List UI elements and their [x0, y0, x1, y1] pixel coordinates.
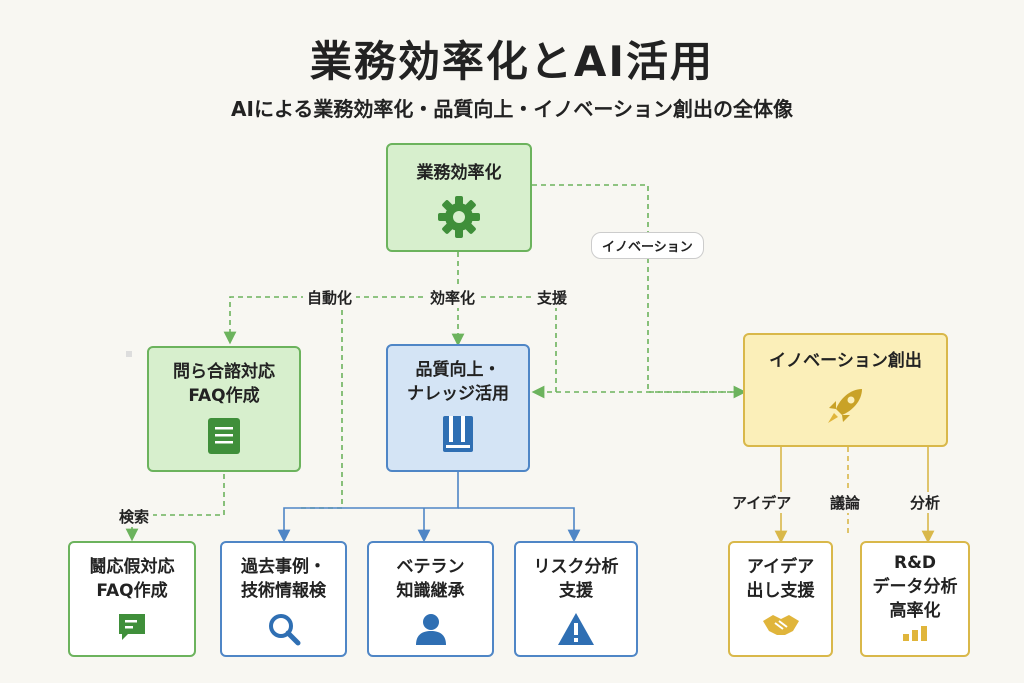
node-faq-sub: 鬪応假対応 FAQ作成 — [68, 541, 196, 657]
node-risk: リスク分析 支援 — [514, 541, 638, 657]
node-risk-label: リスク分析 支援 — [533, 557, 619, 601]
node-faq-sub-label: 鬪応假対応 FAQ作成 — [89, 557, 175, 601]
node-veteran-label: ベテラン 知識継承 — [396, 557, 465, 601]
node-quality: 品質向上・ ナレッジ活用 — [386, 344, 530, 472]
edge-label-discussion: 議論 — [826, 492, 865, 513]
node-innovation: イノベーション創出 — [743, 333, 948, 447]
document-icon — [208, 418, 240, 454]
person-icon — [415, 614, 446, 645]
edge-label-analysis: 分析 — [906, 492, 945, 513]
edge-quality-tree — [277, 472, 459, 543]
book-icon — [443, 416, 473, 452]
node-faq-label: 問ら合諮対応 FAQ作成 — [173, 362, 275, 406]
node-faq: 問ら合諮対応 FAQ作成 — [147, 346, 301, 472]
node-rnd-label: R&D データ分析 高率化 — [872, 553, 958, 621]
edge-left-dash — [300, 310, 343, 509]
node-idea-support: アイデア 出し支援 — [728, 541, 833, 657]
edge-label-support: 支援 — [533, 287, 572, 308]
page-subtitle: AIによる業務効率化・品質向上・イノベーション創出の全体像 — [231, 97, 793, 121]
edge-label-innovation: イノベーション — [591, 232, 704, 259]
edge-search — [125, 474, 225, 542]
search-icon — [268, 614, 300, 646]
page-title: 業務効率化とAI活用 — [309, 37, 715, 86]
handshake-icon — [762, 615, 799, 635]
node-past-cases: 過去事例・ 技術情報検 — [220, 541, 347, 657]
rocket-icon — [827, 389, 862, 423]
edge-label-search: 検索 — [115, 506, 154, 527]
node-efficiency: 業務効率化 — [386, 143, 532, 252]
node-idea-support-label: アイデア 出し支援 — [746, 557, 815, 601]
node-quality-label: 品質向上・ ナレッジ活用 — [407, 360, 509, 404]
edge-support — [531, 297, 557, 399]
node-veteran: ベテラン 知識継承 — [367, 541, 494, 657]
node-efficiency-label: 業務効率化 — [416, 163, 502, 183]
node-past-cases-label: 過去事例・ 技術情報検 — [241, 557, 326, 601]
edge-label-efficiency: 効率化 — [426, 287, 480, 308]
chat-document-icon — [119, 614, 145, 640]
node-rnd: R&D データ分析 高率化 — [860, 541, 970, 657]
edge-automation — [223, 296, 540, 345]
edge-label-automation: 自動化 — [303, 287, 357, 308]
gear-icon — [438, 196, 480, 238]
warning-icon — [558, 613, 594, 645]
bar-chart-icon — [903, 626, 927, 641]
node-innovation-label: イノベーション創出 — [769, 351, 922, 371]
edge-label-idea: アイデア — [728, 492, 796, 513]
